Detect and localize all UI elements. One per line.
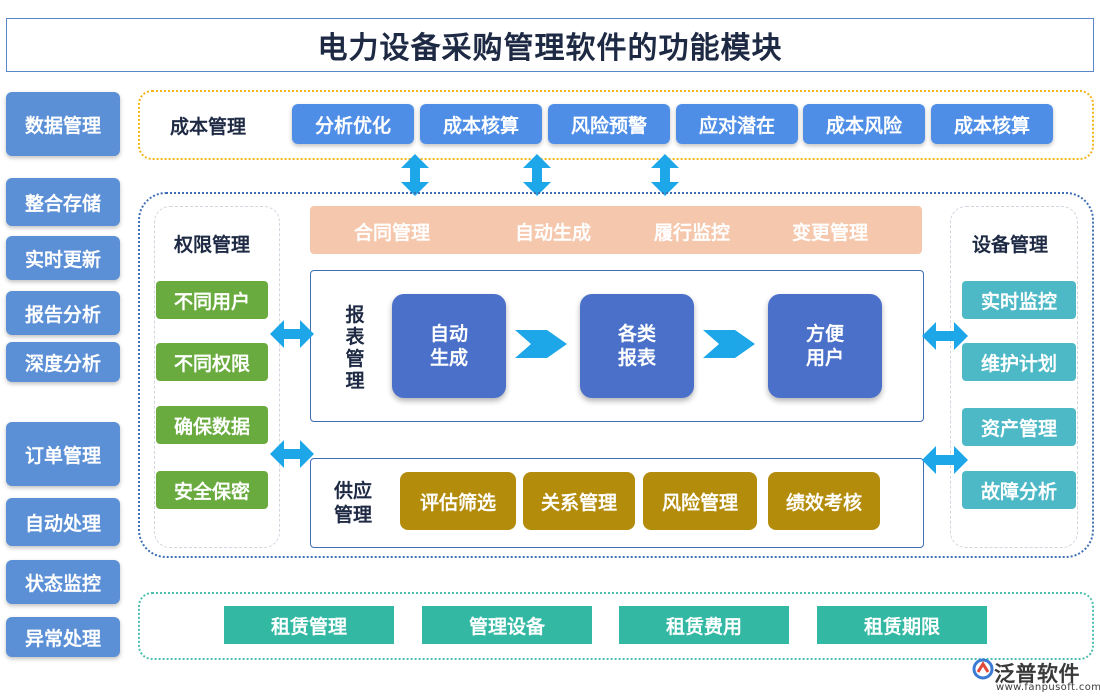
contract-item-auto-generate[interactable]: 自动生成 [515,222,592,244]
equipment-item-realtime-monitoring[interactable]: 实时监控 [962,281,1076,319]
left-item-status-monitoring[interactable]: 状态监控 [6,560,120,604]
supply-item-evaluation-screening[interactable]: 评估筛选 [400,472,516,530]
page-title: 电力设备采购管理软件的功能模块 [317,31,783,66]
left-item-realtime-update[interactable]: 实时更新 [6,236,120,280]
report-step-auto-generate[interactable]: 自动 生成 [392,294,506,398]
contract-management-bar [310,206,922,254]
logo-url: www.fanpusoft.com [996,682,1100,693]
lease-management-container [138,592,1094,660]
logo-name: 泛普软件 [994,662,1080,686]
supply-item-risk-management[interactable]: 风险管理 [643,472,757,530]
lease-item-lease-cost[interactable]: 租赁费用 [619,606,789,644]
contract-item-contract-management[interactable]: 合同管理 [354,222,431,244]
vertical-double-arrow-2 [523,154,551,196]
permission-item-different-users[interactable]: 不同用户 [156,281,268,319]
report-step-convenient-users[interactable]: 方便 用户 [768,294,882,398]
equipment-item-maintenance-plan[interactable]: 维护计划 [962,343,1076,381]
cost-item-risk-warning[interactable]: 风险预警 [548,104,670,144]
supply-management-label: 供应 管理 [334,480,373,526]
permission-title: 权限管理 [174,234,251,256]
contract-item-performance-monitoring[interactable]: 履行监控 [654,222,731,244]
cost-item-potential-response[interactable]: 应对潜在 [676,104,798,144]
horizontal-double-arrow-right-bottom [922,446,968,474]
report-management-label-text: 报表管理 [345,304,365,392]
cost-management-container [138,90,1094,160]
report-management-label: 报表管理 [340,304,370,392]
horizontal-double-arrow-left-bottom [270,440,314,468]
supply-item-relationship-management[interactable]: 关系管理 [523,472,635,530]
left-item-integrated-storage[interactable]: 整合存储 [6,178,120,226]
lease-item-lease-management[interactable]: 租赁管理 [224,606,394,644]
vertical-double-arrow-1 [401,154,429,196]
cost-item-analysis-optimization[interactable]: 分析优化 [292,104,414,144]
left-item-deep-analysis[interactable]: 深度分析 [6,342,120,382]
supply-item-performance-evaluation[interactable]: 绩效考核 [768,472,880,530]
left-item-data-management[interactable]: 数据管理 [6,92,120,156]
horizontal-double-arrow-left-top [270,320,314,348]
report-step-various-reports[interactable]: 各类 报表 [580,294,694,398]
cost-management-label: 成本管理 [170,116,247,138]
horizontal-double-arrow-right-top [922,322,968,350]
cost-item-cost-accounting-2[interactable]: 成本核算 [931,104,1053,144]
permission-item-ensure-data[interactable]: 确保数据 [156,406,268,444]
cost-item-cost-risk[interactable]: 成本风险 [803,104,925,144]
equipment-item-asset-management[interactable]: 资产管理 [962,408,1076,446]
equipment-title: 设备管理 [972,234,1049,256]
left-item-auto-processing[interactable]: 自动处理 [6,498,120,546]
flow-arrow-2 [703,330,755,358]
main-modules-container [138,192,1094,558]
lease-item-manage-equipment[interactable]: 管理设备 [422,606,592,644]
permission-item-security[interactable]: 安全保密 [156,471,268,509]
contract-item-change-management[interactable]: 变更管理 [792,222,869,244]
vertical-double-arrow-3 [651,154,679,196]
permission-item-different-permissions[interactable]: 不同权限 [156,343,268,381]
left-item-report-analysis[interactable]: 报告分析 [6,291,120,335]
flow-arrow-1 [515,330,567,358]
fanpu-logo-icon [972,658,994,680]
left-item-order-management[interactable]: 订单管理 [6,422,120,486]
cost-item-cost-accounting[interactable]: 成本核算 [420,104,542,144]
left-item-exception-handling[interactable]: 异常处理 [6,617,120,657]
title-banner: 电力设备采购管理软件的功能模块 [6,18,1094,72]
equipment-item-fault-analysis[interactable]: 故障分析 [962,471,1076,509]
lease-item-lease-term[interactable]: 租赁期限 [817,606,987,644]
